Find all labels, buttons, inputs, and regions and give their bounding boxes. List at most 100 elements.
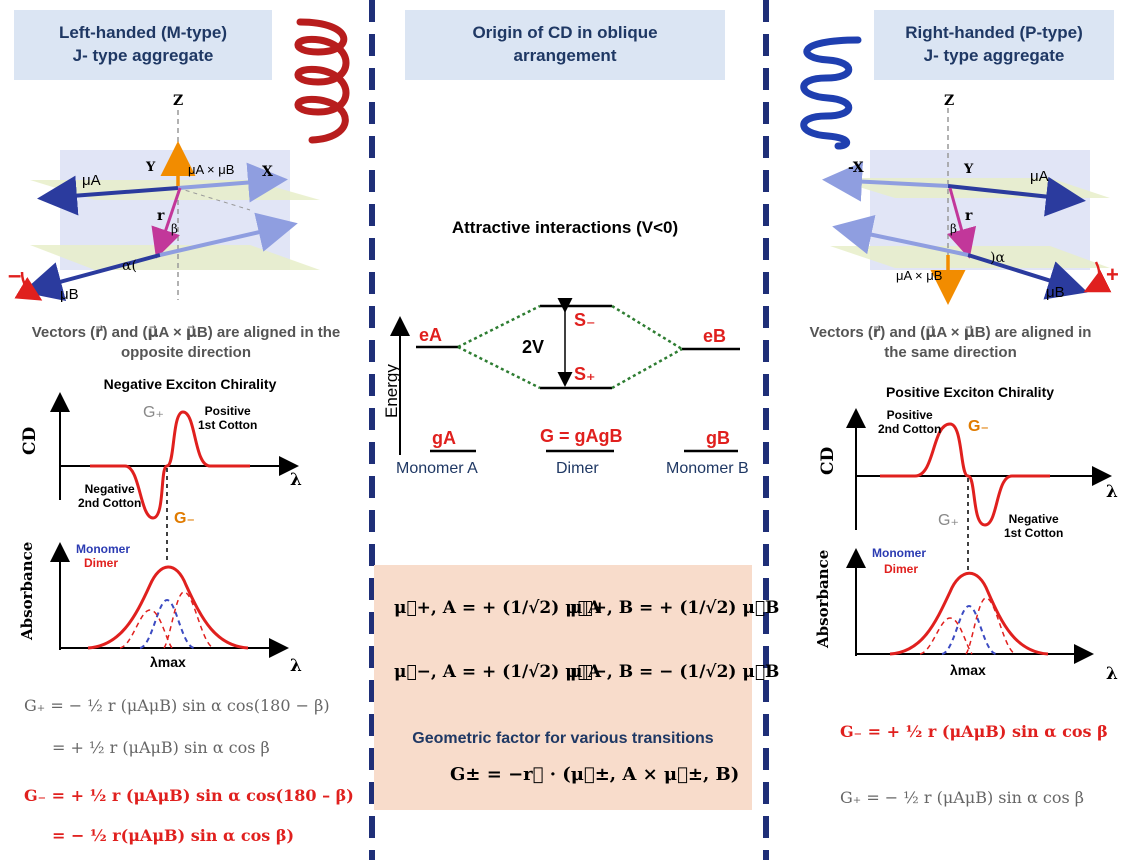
left-eq2: = + ½ r (μAμB) sin α cos β [52, 738, 270, 757]
right-negative-label: Negative 1st Cotton [1004, 512, 1063, 540]
right-eq1: G₋ = + ½ r (μAμB) sin α cos β [840, 722, 1108, 741]
left-label-alpha: α( [122, 258, 137, 274]
left-axis-y: Y [146, 160, 156, 175]
e-b-label: eB [703, 326, 727, 346]
right-axis-z: Z [944, 93, 955, 109]
center-title-line2: arrangement [513, 46, 617, 65]
right-negative-line2: 1st Cotton [1004, 526, 1064, 540]
left-axis-x: X [262, 164, 273, 180]
left-abs-dimer-component-1 [119, 609, 173, 649]
left-rotation-arrow [14, 271, 43, 301]
right-caption: Vectors (r⃗) and (μ⃗A × μ⃗B) are aligned… [772, 323, 1129, 364]
right-label-alpha: )α [990, 250, 1005, 266]
mu-plus-a: μ⃗+, A = + (1/√2) μ⃗A [394, 598, 602, 618]
right-axis-y: Y [964, 162, 974, 177]
mu-plus-b: μ⃗+, B = + (1/√2) μ⃗B [570, 598, 780, 618]
left-legend-dimer: Dimer [84, 556, 119, 570]
left-cd-curve [90, 410, 250, 520]
right-eq2: G₊ = − ½ r (μAμB) sin α cos β [840, 788, 1085, 807]
right-abs-dimer-component-2 [965, 597, 1017, 655]
left-caption-line2: opposite direction [120, 344, 251, 362]
right-rotation-arrow [1083, 261, 1112, 293]
left-abs-monomer [139, 598, 195, 649]
g-a-label: gA [432, 428, 456, 448]
left-title-line1: Left-handed (M-type) [58, 23, 228, 43]
right-label-mu-b: μB [1046, 284, 1065, 301]
left-mu-a-shadow [177, 162, 288, 203]
right-cd-curve [880, 422, 1050, 527]
connector-splus-eb [611, 347, 683, 390]
left-label-mu-a: μA [82, 172, 101, 189]
right-rotation-sign: + [1106, 262, 1119, 287]
mu-minus-b: μ⃗−, B = − (1/√2) μ⃗B [570, 662, 780, 682]
left-abs-dimer-component-2 [163, 591, 215, 649]
right-mu-a-shadow [822, 161, 949, 202]
geo-title: Geometric factor for various transitions [412, 730, 714, 747]
right-negative-line1: Negative [1008, 512, 1059, 526]
left-title-line2: J- type aggregate [72, 46, 214, 65]
right-positive-label: Positive 2nd Cotton [878, 408, 941, 436]
monomer-b-label: Monomer B [666, 460, 749, 477]
right-caption-line2: the same direction [884, 344, 1017, 362]
right-abs-lambda: λ [1106, 664, 1118, 684]
right-abs-dimer-component-1 [919, 617, 973, 655]
left-mu-b-shadow [159, 212, 298, 257]
right-label-beta: β [950, 222, 957, 236]
left-negative-label: Negative 2nd Cotton [78, 482, 141, 510]
right-mu-a-vector [947, 176, 1086, 217]
dimer-label: Dimer [556, 460, 599, 477]
left-cd-lambda: λ [290, 470, 302, 490]
right-positive-line1: Positive [886, 408, 933, 422]
left-rotation-sign: – [8, 262, 22, 289]
left-g-minus: G₋ [174, 510, 195, 527]
right-g-plus: G₊ [938, 512, 959, 529]
right-helix-icon [800, 36, 862, 150]
left-positive-line1: Positive [204, 404, 251, 418]
right-g-minus: G₋ [968, 418, 989, 435]
right-label-cross: μA × μB [896, 268, 943, 283]
left-eq1: G₊ = − ½ r (μAμB) sin α cos(180 − β) [24, 696, 330, 715]
formula-box [374, 565, 752, 810]
right-mu-b-shadow [832, 215, 969, 257]
geo-eq: G± = −r⃗ · (μ⃗±, A × μ⃗±, B) [450, 764, 740, 785]
left-r-vector [151, 187, 182, 259]
s-plus-label: S₊ [574, 364, 596, 384]
right-positive-line2: 2nd Cotton [878, 422, 942, 436]
left-title-box: Left-handed (M-type) J- type aggregate [14, 10, 272, 80]
left-negative-line2: 2nd Cotton [78, 496, 142, 510]
left-mu-a-vector [37, 175, 179, 216]
left-label-mu-b: μB [60, 286, 79, 303]
right-cd-lambda: λ [1106, 482, 1118, 502]
left-caption: Vectors (r⃗) and (μ⃗A × μ⃗B) are aligned… [0, 323, 372, 364]
left-label-beta: β [171, 222, 178, 236]
right-legend-monomer: Monomer [872, 546, 926, 560]
left-negative-line1: Negative [84, 482, 135, 496]
center-title-line1: Origin of CD in oblique [472, 23, 658, 43]
two-v-label: 2V [522, 337, 545, 357]
s-minus-label: S₋ [574, 310, 596, 330]
right-mu-b-vector [967, 253, 1088, 300]
right-lambda-max: λmax [950, 662, 986, 678]
left-chirality-title: Negative Exciton Chirality [103, 376, 277, 392]
left-abs-lambda: λ [290, 656, 302, 676]
right-r-vector [947, 187, 977, 259]
left-label-r: r [157, 208, 165, 224]
monomer-a-label: Monomer A [396, 460, 478, 477]
right-title-line1: Right-handed (P-type) [905, 23, 1083, 43]
g-dimer-label: G = gAgB [540, 426, 623, 446]
right-abs-monomer [941, 604, 997, 655]
left-helix-icon [294, 18, 350, 144]
left-mu-b-vector [22, 253, 161, 301]
left-caption-line1: Vectors (r⃗) and (μ⃗A × μ⃗B) are aligned… [31, 324, 341, 341]
left-positive-label: Positive 1st Cotton [198, 404, 257, 432]
mu-minus-a: μ⃗−, A = + (1/√2) μ⃗A [394, 662, 602, 682]
g-b-label: gB [706, 428, 730, 448]
right-caption-line1: Vectors (r⃗) and (μ⃗A × μ⃗B) are aligned… [809, 324, 1092, 341]
left-label-cross: μA × μB [188, 162, 235, 177]
